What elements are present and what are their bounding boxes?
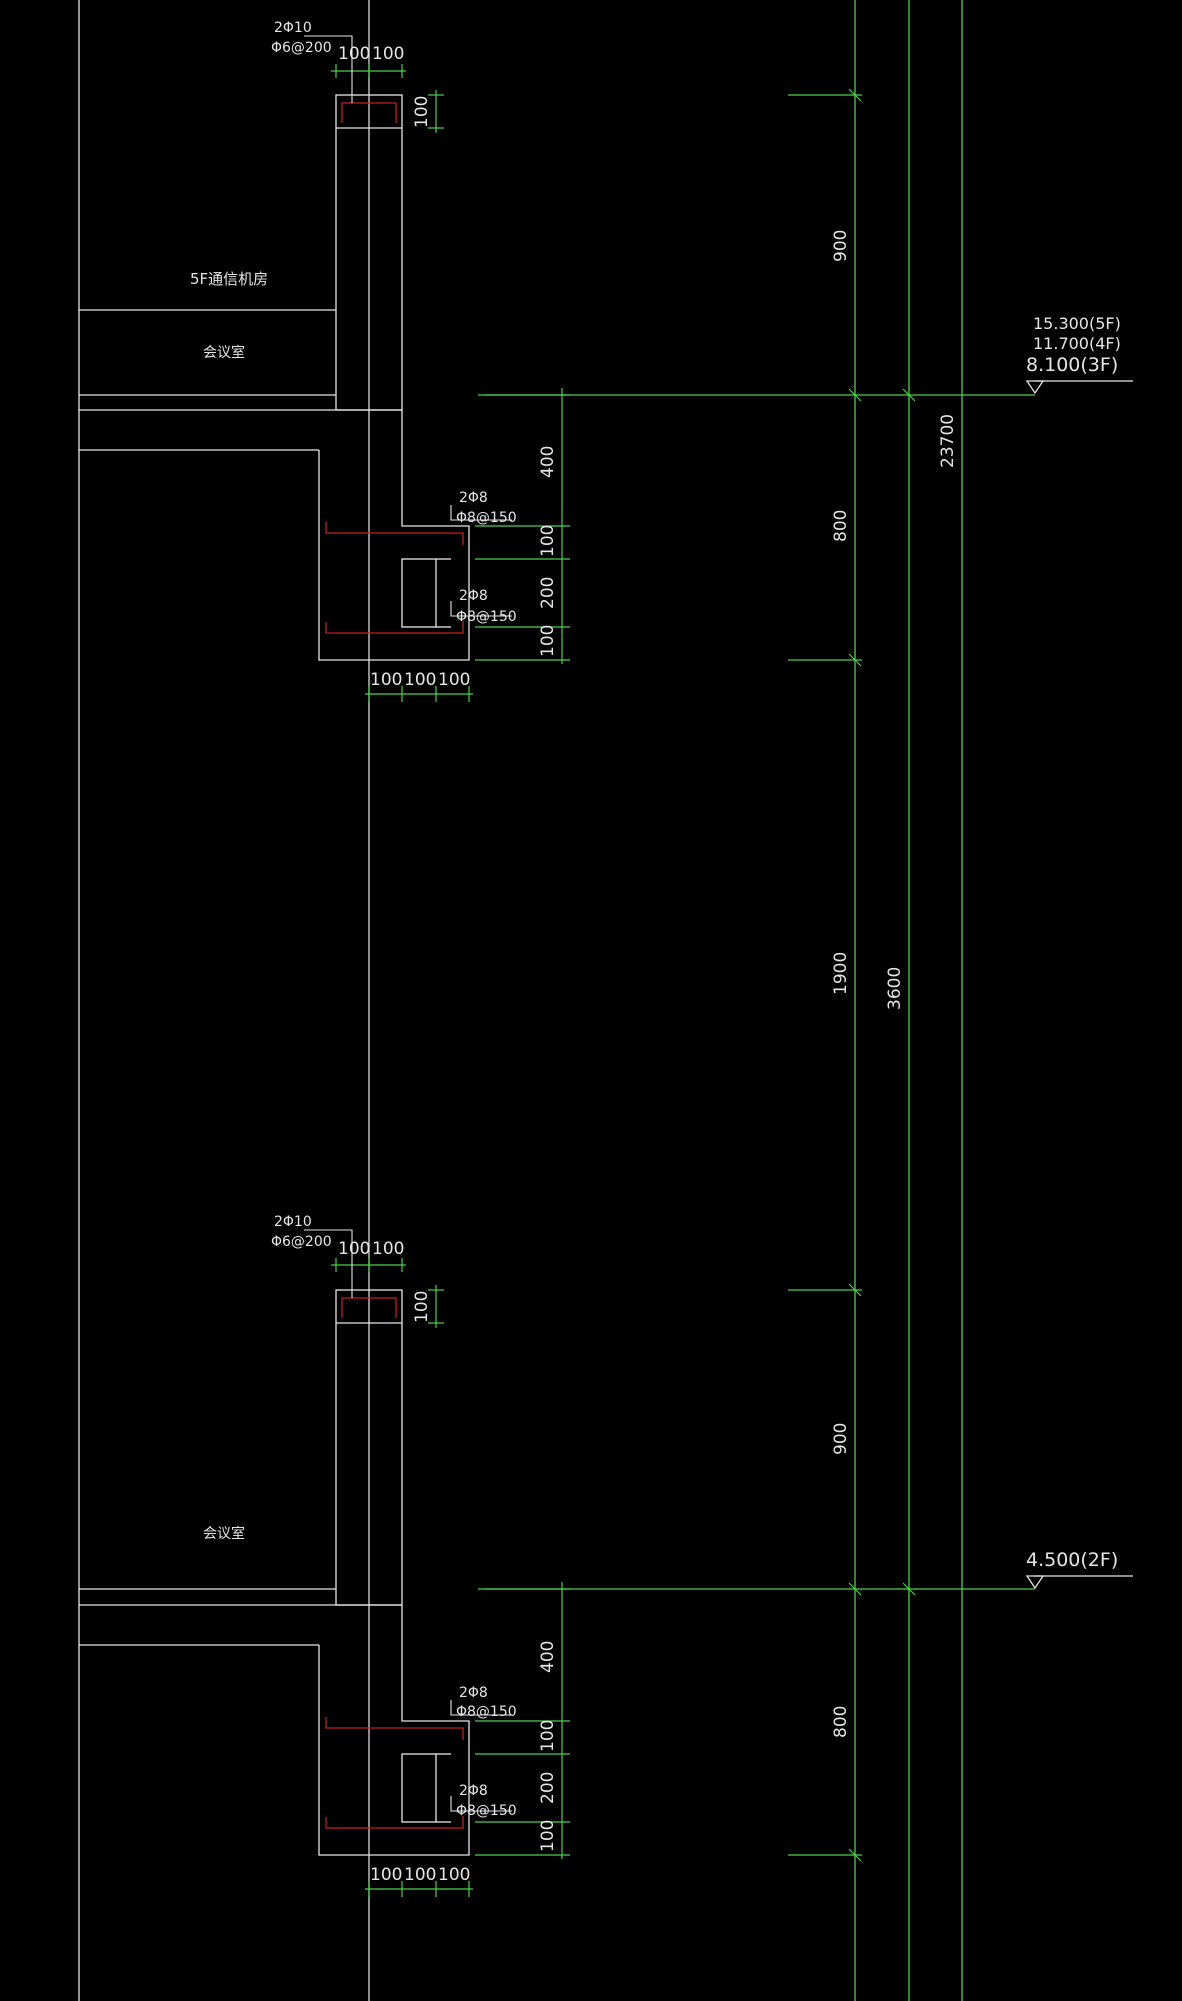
lower-beam-dim-200: 200 — [538, 1772, 558, 1804]
lower-beam-width-2: 100 — [404, 1865, 436, 1885]
room-label-5f: 5F通信机房 — [190, 270, 268, 288]
chain-dim-900-lower: 900 — [831, 1423, 851, 1455]
total-dim-23700: 23700 — [938, 414, 958, 468]
elevation-5f: 15.300(5F) — [1033, 314, 1121, 333]
lower-parapet-bar: 2Φ10 — [274, 1214, 312, 1230]
lower-parapet-stirrup: Φ6@200 — [271, 1234, 332, 1250]
level-3f-marker — [1025, 380, 1045, 395]
lower-beam-outline — [318, 1605, 470, 1856]
room-label-upper: 会议室 — [203, 344, 245, 361]
lower-parapet-rebar — [341, 1297, 397, 1318]
upper-beam-width-2: 100 — [404, 670, 436, 690]
upper-beam-bottom-stirrup: Φ8@150 — [456, 609, 517, 625]
level-2f-marker — [1025, 1575, 1045, 1590]
lower-beam-top-rebar — [325, 1717, 464, 1740]
lower-parapet-width-2: 100 — [372, 1239, 404, 1259]
lower-parapet-width-1: 100 — [338, 1239, 370, 1259]
storey-dim-3600: 3600 — [885, 967, 905, 1010]
upper-beam-dim-200: 200 — [538, 577, 558, 609]
upper-leaders — [304, 35, 512, 617]
lower-section — [79, 1289, 1133, 1856]
upper-parapet-rebar — [341, 102, 397, 123]
upper-beam-dim-400: 400 — [538, 446, 558, 478]
lower-parapet-height: 100 — [412, 1291, 432, 1323]
upper-parapet-stirrup: Φ6@200 — [271, 40, 332, 56]
upper-parapet-bar: 2Φ10 — [274, 20, 312, 36]
lower-dims — [331, 1258, 570, 1897]
lower-beam-inner-box — [401, 1753, 437, 1823]
chain-dim-800-upper: 800 — [831, 510, 851, 542]
elevation-4f: 11.700(4F) — [1033, 334, 1121, 353]
right-dim-ticks — [788, 88, 916, 1862]
upper-beam-outline — [318, 410, 470, 661]
upper-section — [79, 94, 1133, 661]
lower-beam-top-stirrup: Φ8@150 — [456, 1704, 517, 1720]
upper-parapet-width-2: 100 — [372, 44, 404, 64]
upper-beam-bottom-rebar — [325, 621, 464, 634]
elevation-2f: 4.500(2F) — [1026, 1549, 1118, 1571]
room-label-lower: 会议室 — [203, 1525, 245, 1542]
upper-beam-inner-box — [401, 558, 437, 628]
upper-beam-top-stirrup: Φ8@150 — [456, 510, 517, 526]
upper-beam-dim-100a: 100 — [538, 525, 558, 557]
upper-beam-width-3: 100 — [438, 670, 470, 690]
chain-dim-800-lower: 800 — [831, 1706, 851, 1738]
lower-beam-top-bar: 2Φ8 — [459, 1685, 488, 1701]
upper-beam-dim-100b: 100 — [538, 625, 558, 657]
lower-leaders — [304, 1229, 512, 1812]
upper-beam-width-1: 100 — [370, 670, 402, 690]
lower-beam-dim-100a: 100 — [538, 1720, 558, 1752]
upper-dims — [331, 64, 570, 702]
upper-parapet-width-1: 100 — [338, 44, 370, 64]
chain-dim-900-upper: 900 — [831, 230, 851, 262]
lower-beam-width-1: 100 — [370, 1865, 402, 1885]
upper-beam-bottom-bar: 2Φ8 — [459, 588, 488, 604]
lower-beam-dim-400: 400 — [538, 1641, 558, 1673]
lower-beam-bottom-stirrup: Φ8@150 — [456, 1803, 517, 1819]
elevation-3f: 8.100(3F) — [1026, 354, 1118, 376]
upper-beam-top-rebar — [325, 522, 464, 545]
lower-beam-bottom-bar: 2Φ8 — [459, 1783, 488, 1799]
upper-parapet-height: 100 — [412, 96, 432, 128]
lower-beam-dim-100b: 100 — [538, 1820, 558, 1852]
grid-lines — [78, 0, 963, 2001]
upper-beam-top-bar: 2Φ8 — [459, 490, 488, 506]
chain-dim-1900: 1900 — [831, 952, 851, 995]
lower-beam-bottom-rebar — [325, 1816, 464, 1829]
lower-beam-width-3: 100 — [438, 1865, 470, 1885]
